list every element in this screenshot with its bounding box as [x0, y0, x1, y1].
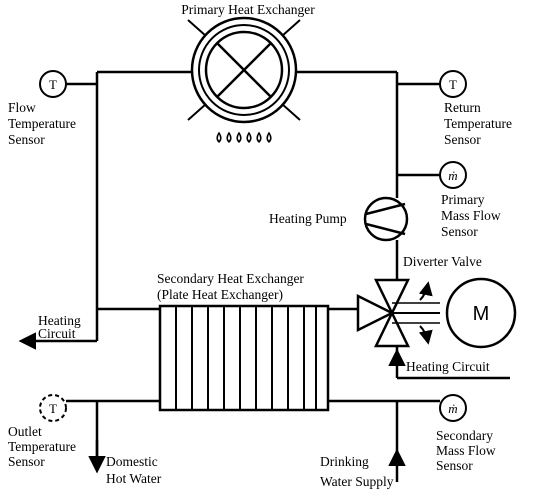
labels: Primary Heat Exchanger Flow Temperature … [8, 2, 512, 489]
label-return-temp-3: Sensor [444, 132, 481, 147]
label-heating-circuit-right: Heating Circuit [406, 359, 490, 374]
return-temperature-sensor: T [439, 70, 467, 98]
valve-motor: M [445, 277, 517, 349]
label-heating-circuit-left-1: Heating [38, 313, 81, 328]
label-secondary-mass-1: Secondary [436, 428, 493, 443]
label-secondary-hx-2: (Plate Heat Exchanger) [157, 287, 283, 302]
label-diverter-valve: Diverter Valve [403, 254, 482, 269]
label-flow-temp-2: Temperature [8, 116, 76, 131]
label-domestic-2: Hot Water [106, 471, 162, 486]
diverter-valve [356, 278, 440, 348]
label-heating-pump: Heating Pump [269, 211, 347, 226]
label-secondary-hx-1: Secondary Heat Exchanger [157, 271, 304, 286]
svg-text:ṁ: ṁ [448, 168, 457, 183]
heating-pump [363, 196, 409, 242]
primary-heat-exchanger [187, 16, 301, 124]
svg-text:T: T [49, 401, 57, 416]
label-outlet-temp-3: Sensor [8, 454, 45, 469]
label-flow-temp-3: Sensor [8, 132, 45, 147]
label-return-temp-2: Temperature [444, 116, 512, 131]
valve-rotation-arrows [418, 281, 433, 345]
svg-text:T: T [449, 77, 457, 92]
label-secondary-mass-2: Mass Flow [436, 443, 496, 458]
label-flow-temp-1: Flow [8, 100, 36, 115]
label-primary-mass-2: Mass Flow [441, 208, 501, 223]
svg-text:T: T [49, 77, 57, 92]
svg-text:ṁ: ṁ [448, 401, 457, 416]
label-primary-hx: Primary Heat Exchanger [181, 2, 315, 17]
label-outlet-temp-1: Outlet [8, 424, 42, 439]
label-outlet-temp-2: Temperature [8, 439, 76, 454]
label-return-temp-1: Return [444, 100, 481, 115]
svg-text:M: M [473, 303, 490, 325]
secondary-heat-exchanger [158, 304, 330, 412]
primary-mass-flow-sensor: ṁ [439, 161, 467, 189]
label-heating-circuit-left-2: Circuit [38, 326, 76, 341]
flow-temperature-sensor: T [39, 70, 67, 98]
flow-arrows [18, 332, 406, 482]
label-primary-mass-1: Primary [441, 192, 485, 207]
label-domestic-1: Domestic [106, 454, 158, 469]
label-secondary-mass-3: Sensor [436, 458, 473, 473]
label-drinking-2: Water Supply [320, 474, 394, 489]
label-primary-mass-3: Sensor [441, 224, 478, 239]
outlet-temperature-sensor: T [39, 394, 67, 422]
burner-flames-icon [216, 131, 272, 144]
label-drinking-1: Drinking [320, 454, 369, 469]
secondary-mass-flow-sensor: ṁ [439, 394, 467, 422]
